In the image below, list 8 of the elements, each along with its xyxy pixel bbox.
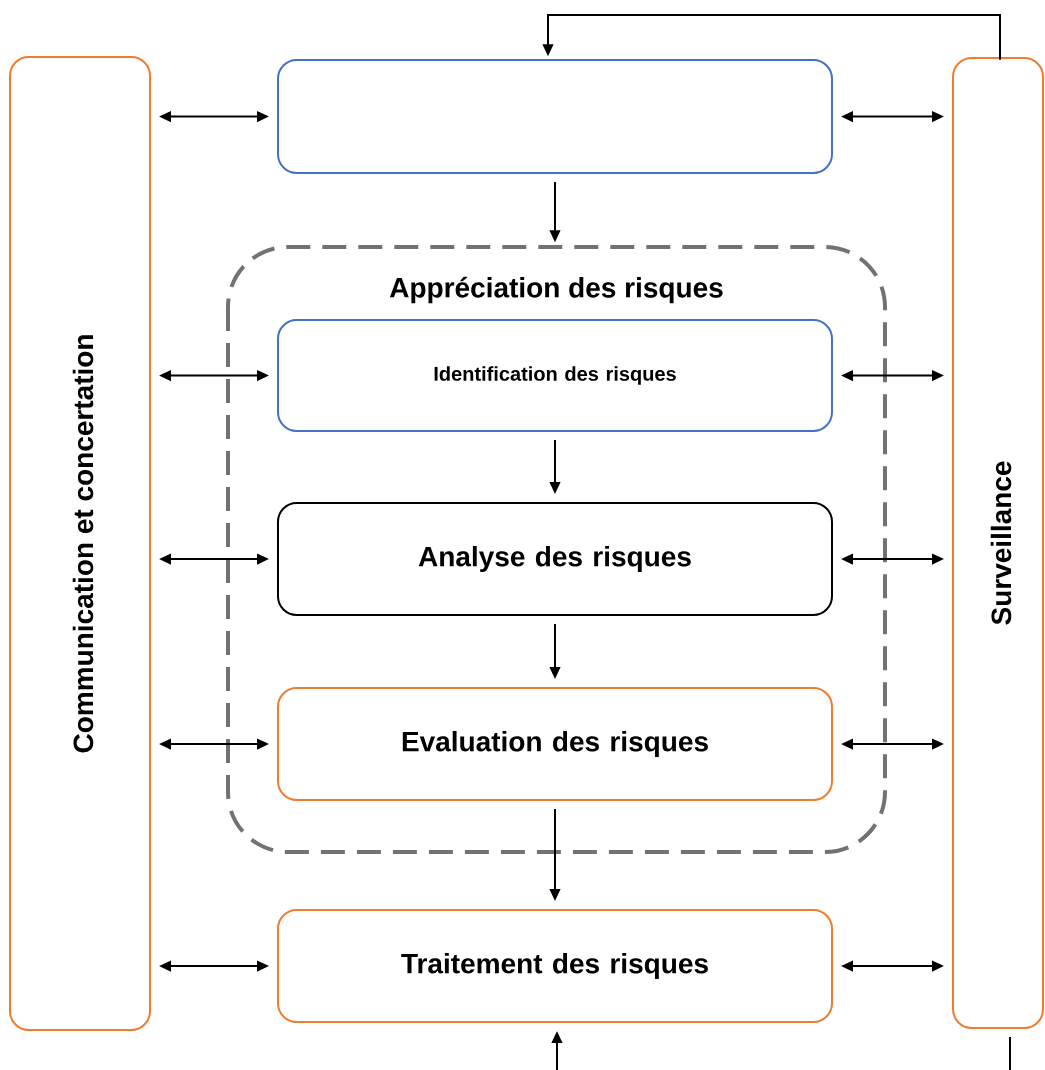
process-box: Identification des risques	[277, 319, 833, 432]
process-box: Traitement des risques	[277, 909, 833, 1023]
side-bar: Communication et concertation	[9, 55, 151, 1032]
side-bar: Surveillance	[952, 57, 1044, 1029]
process-box: Evaluation des risques	[277, 687, 833, 801]
arrow	[542, 14, 1001, 61]
process-box	[277, 58, 833, 175]
process-box: Analyse des risques	[277, 502, 833, 616]
